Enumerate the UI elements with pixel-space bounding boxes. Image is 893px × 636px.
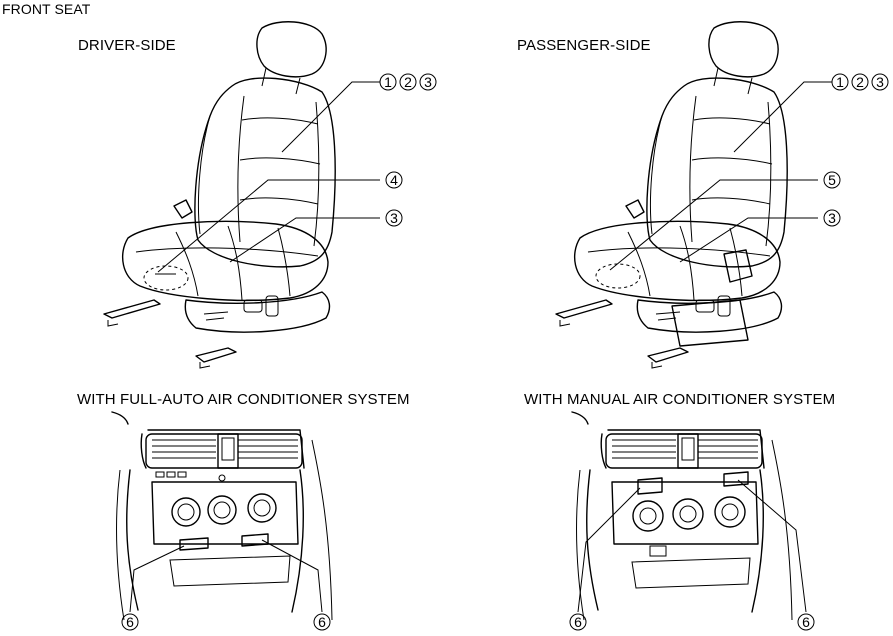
callout-3b: 3 xyxy=(828,210,836,226)
callout-5: 5 xyxy=(828,172,836,188)
full-auto-callouts: 6 6 xyxy=(121,539,331,631)
callout-6b: 6 xyxy=(802,614,810,630)
callout-3: 3 xyxy=(876,74,884,90)
driver-side-title: DRIVER-SIDE xyxy=(78,37,176,54)
callout-1: 1 xyxy=(836,74,844,90)
page-title: FRONT SEAT xyxy=(2,1,91,17)
callout-3b: 3 xyxy=(390,210,398,226)
callout-6: 6 xyxy=(126,614,134,630)
callout-2: 2 xyxy=(404,74,412,90)
callout-3: 3 xyxy=(424,74,432,90)
full-auto-ac-title: WITH FULL-AUTO AIR CONDITIONER SYSTEM xyxy=(77,391,410,408)
passenger-callouts: 1 2 3 5 3 xyxy=(609,73,889,271)
manual-ac-title: WITH MANUAL AIR CONDITIONER SYSTEM xyxy=(524,391,836,408)
callout-2: 2 xyxy=(856,74,864,90)
full-auto-ac-illustration xyxy=(111,411,333,621)
passenger-side-title: PASSENGER-SIDE xyxy=(517,37,651,54)
passenger-seat-illustration xyxy=(555,21,788,369)
manual-callouts: 6 6 xyxy=(569,479,815,631)
callout-4: 4 xyxy=(390,172,398,188)
manual-ac-illustration xyxy=(571,411,793,621)
callout-6b: 6 xyxy=(318,614,326,630)
driver-seat-illustration xyxy=(103,21,336,369)
callout-6: 6 xyxy=(574,614,582,630)
driver-callouts: 1 2 3 4 3 xyxy=(157,73,437,273)
callout-1: 1 xyxy=(384,74,392,90)
